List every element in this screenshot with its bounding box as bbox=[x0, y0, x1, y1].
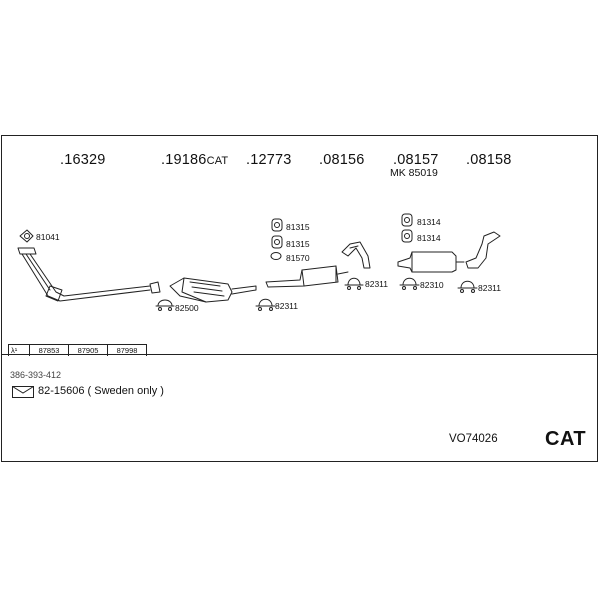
rear-pipe-drawing bbox=[341, 241, 371, 269]
reference-code: 386-393-412 bbox=[10, 370, 62, 380]
part-number-catalyst: .19186CAT bbox=[161, 152, 229, 168]
gasket-icon bbox=[19, 229, 34, 243]
label-clamp-rear-b: 82311 bbox=[478, 283, 502, 293]
catalytic-converter-drawing bbox=[169, 277, 257, 303]
clamp-icon bbox=[344, 277, 364, 290]
label-gasket-front: 81041 bbox=[36, 232, 60, 242]
clamp-icon bbox=[457, 280, 478, 293]
lambda-value: 87853 bbox=[30, 345, 69, 356]
rubber-hanger-icon bbox=[401, 213, 413, 243]
clamp-icon bbox=[399, 277, 420, 290]
label-hanger-4: 81314 bbox=[417, 217, 441, 227]
category-label: CAT bbox=[545, 428, 587, 450]
lambda-sensor-table: λ¹ 87853 87905 87998 bbox=[8, 344, 147, 356]
front-pipe-drawing bbox=[17, 247, 161, 302]
label-clamp-catalyst: 82500 bbox=[175, 303, 199, 313]
label-hanger-2: 81315 bbox=[286, 239, 310, 249]
middle-silencer-drawing bbox=[265, 265, 349, 288]
clamp-icon bbox=[155, 299, 175, 311]
rear-silencer-drawing bbox=[397, 251, 465, 273]
diagram-divider bbox=[1, 354, 598, 355]
diagram-frame bbox=[1, 135, 598, 462]
label-hanger-5: 81314 bbox=[417, 233, 441, 243]
sweden-note: 82-15606 ( Sweden only ) bbox=[38, 385, 164, 397]
label-hanger-3: 81570 bbox=[286, 253, 310, 263]
lambda-value: 87905 bbox=[69, 345, 108, 356]
lambda-symbol: λ¹ bbox=[9, 345, 30, 356]
part-number-front-pipe: .16329 bbox=[60, 152, 106, 168]
part-number-rear-silencer: .08157 bbox=[393, 152, 439, 168]
rubber-hanger-icon bbox=[270, 218, 283, 260]
clamp-icon bbox=[255, 298, 276, 311]
tail-pipe-drawing bbox=[465, 231, 501, 269]
part-number-middle-silencer: .08156 bbox=[319, 152, 365, 168]
label-clamp-rear-pipe: 82311 bbox=[365, 279, 389, 289]
mounting-kit-label: MK 85019 bbox=[390, 167, 438, 179]
label-clamp-mid: 82311 bbox=[275, 301, 299, 311]
part-number-tail-pipe: .08158 bbox=[466, 152, 512, 168]
lambda-value: 87998 bbox=[108, 345, 147, 356]
label-clamp-rear-a: 82310 bbox=[420, 280, 444, 290]
part-number-intermediate-pipe: .12773 bbox=[246, 152, 292, 168]
model-code: VO74026 bbox=[449, 433, 498, 445]
envelope-icon bbox=[12, 386, 34, 398]
label-hanger-1: 81315 bbox=[286, 222, 310, 232]
